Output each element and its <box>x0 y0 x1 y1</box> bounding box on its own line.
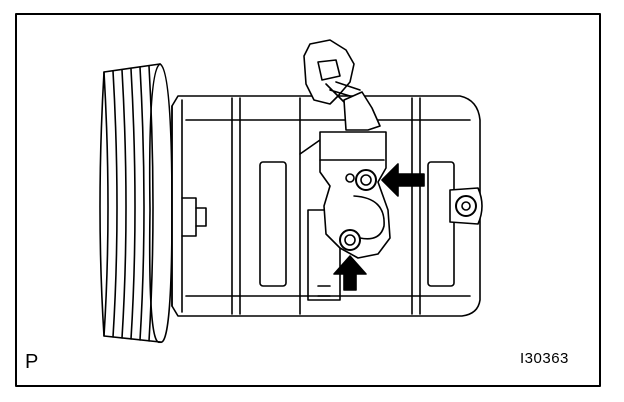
service-port <box>449 187 483 225</box>
lower-bolt <box>339 229 361 251</box>
electrical-connector <box>303 39 381 131</box>
arrow-to-lower-bolt <box>333 255 367 291</box>
corner-letter: P <box>25 351 39 373</box>
upper-bolt <box>355 169 377 191</box>
arrow-to-upper-bolt <box>381 163 425 197</box>
figure-code: I30363 <box>520 350 569 367</box>
figure-frame <box>15 13 601 387</box>
mounting-bracket <box>319 131 391 259</box>
pulley <box>99 63 173 343</box>
